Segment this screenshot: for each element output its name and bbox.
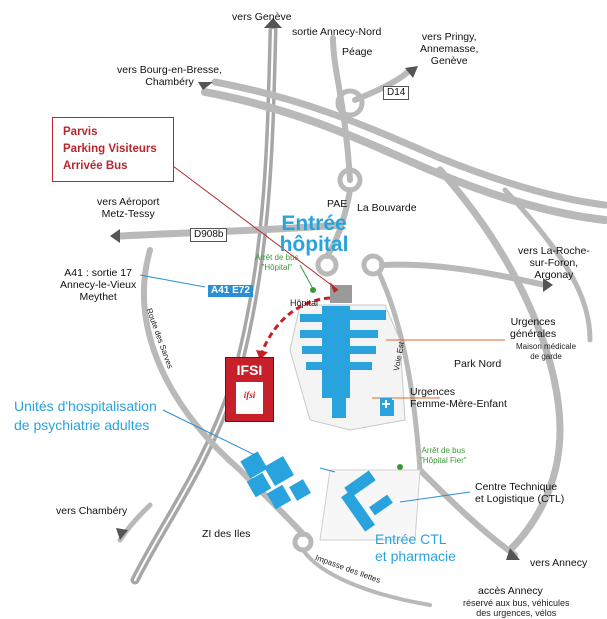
arrow-chambery (116, 528, 128, 540)
label-hopital-marker: Hôpital (290, 298, 319, 308)
label-vers-la-roche: vers La-Roche- sur-Foron, Argonay (518, 245, 590, 281)
road-peage (330, 35, 353, 183)
psychiatry-buildings (240, 451, 311, 510)
road-annecy-south (301, 548, 432, 607)
motorway-a41-inner (134, 29, 274, 581)
direction-arrows (110, 18, 553, 560)
ifsi-path (260, 296, 331, 353)
road-voie-est (377, 272, 423, 473)
road-sarves (141, 247, 306, 537)
motorway-east-west (201, 88, 607, 224)
label-vers-annecy: vers Annecy (530, 557, 588, 569)
label-entree-ctl: Entrée CTL et pharmacie (375, 531, 456, 564)
ifsi-label: IFSI (236, 362, 263, 378)
label-park-nord: Park Nord (454, 358, 502, 370)
arrow-la-roche (543, 278, 553, 292)
arrow-annecy (506, 548, 520, 560)
label-pae: PAE (327, 198, 348, 210)
label-urgences-fme: Urgences Femme-Mère-Enfant (410, 386, 507, 410)
parvis-pointer (164, 159, 339, 291)
road-d908b (116, 221, 344, 240)
label-urgences-generales: Urgences générales (510, 316, 557, 340)
label-la-bouvarde: La Bouvarde (357, 202, 417, 214)
label-peage: Péage (342, 46, 373, 58)
bus-stop-hopital (310, 287, 316, 293)
label-a41-sortie: A41 : sortie 17 Annecy-le-Vieux Meythet (60, 267, 137, 303)
hospital-building (300, 306, 394, 418)
ctl-building (341, 470, 393, 532)
motorway-east-west-2 (211, 78, 607, 209)
roundabout-d14 (335, 88, 365, 118)
ifsi-logo: ifsi (236, 382, 263, 414)
label-acces-annecy: accès Annecy (478, 585, 543, 597)
ifsi-logo-text: ifsi (243, 390, 256, 400)
label-vers-pringy: vers Pringy, Annemasse, Genève (420, 31, 479, 67)
label-sortie-annecy-nord: sortie Annecy-Nord (292, 26, 382, 38)
label-maison-medicale: Maison médicale de garde (516, 342, 577, 361)
label-reserve-bus: réservé aux bus, véhicules des urgences,… (463, 598, 570, 618)
label-centre-technique: Centre Technique et Logistique (CTL) (475, 481, 565, 505)
sign-d14: D14 (383, 86, 410, 100)
label-zi-des-iles: ZI des Iles (202, 528, 251, 540)
blue-pointers (139, 274, 471, 503)
label-vers-geneve: vers Genève (232, 11, 292, 23)
ifsi-building: IFSI ifsi (225, 357, 274, 422)
label-vers-bourg: vers Bourg-en-Bresse, Chambéry (117, 64, 223, 88)
road-network (116, 25, 607, 607)
label-arret-bus-hopital: Arrêt de bus "Hôpital" (255, 253, 299, 272)
sign-d908b: D908b (190, 228, 228, 242)
arrow-aeroport (110, 229, 120, 243)
parvis-callout: Parvis Parking Visiteurs Arrivée Bus (52, 117, 174, 182)
label-vers-chambery: vers Chambéry (56, 505, 128, 517)
arrow-geneve (264, 18, 282, 28)
arrow-bourg (198, 82, 213, 90)
label-arret-bus-fier: Arrêt de bus "Hôpital Fier" (420, 446, 467, 465)
road-la-roche (379, 261, 548, 288)
road-east-curve (436, 166, 564, 554)
entree-hopital-title: Entrée hôpital (279, 212, 349, 256)
green-pointer (299, 264, 313, 288)
label-unites-psychiatrie: Unités d'hospitalisation de psychiatrie … (14, 398, 157, 433)
road-east-curve-2 (502, 187, 593, 343)
sign-a41-e72: A41 E72 (208, 285, 253, 297)
road-pae-entree (324, 187, 353, 259)
label-vers-aeroport: vers Aéroport Metz-Tessy (97, 196, 160, 220)
road-annecy (417, 467, 518, 558)
parvis-pointer-head (330, 282, 338, 293)
bus-stop-fier (397, 464, 403, 470)
arrow-pringy (405, 66, 418, 78)
